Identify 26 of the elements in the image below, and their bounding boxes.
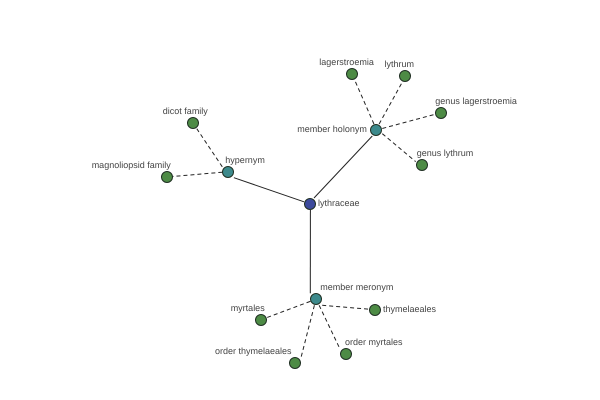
dashed-connector [300,304,315,358]
dashed-connector [196,128,223,168]
node-label: member meronym [320,282,394,294]
node-label: order thymelaeales [215,346,292,358]
dashed-connector [322,304,370,310]
dashed-connector [318,304,340,350]
connector-line [233,177,304,202]
node-label: lythraceae [318,198,360,209]
dashed-connector [378,82,403,124]
node-label: magnoliopsid family [92,160,171,171]
node-label: myrtales [230,302,265,314]
node-label: hypernym [225,154,265,166]
dashed-connector [354,80,374,124]
dashed-connector [382,133,416,162]
node-label: thymelaeales [383,304,436,316]
node-label: genus lythrum [416,148,474,160]
connector-line [314,136,373,198]
node-label: genus lagerstroemia [435,96,517,107]
dashed-connector [382,114,436,129]
node-label: dicot family [162,106,208,117]
node-label: member holonym [297,124,367,135]
node-label: lythrum [384,59,414,70]
connector-line [310,210,311,294]
node-label: lagerstroemia [319,57,374,68]
node-label: order myrtales [345,337,403,348]
dashed-connector [266,300,311,318]
